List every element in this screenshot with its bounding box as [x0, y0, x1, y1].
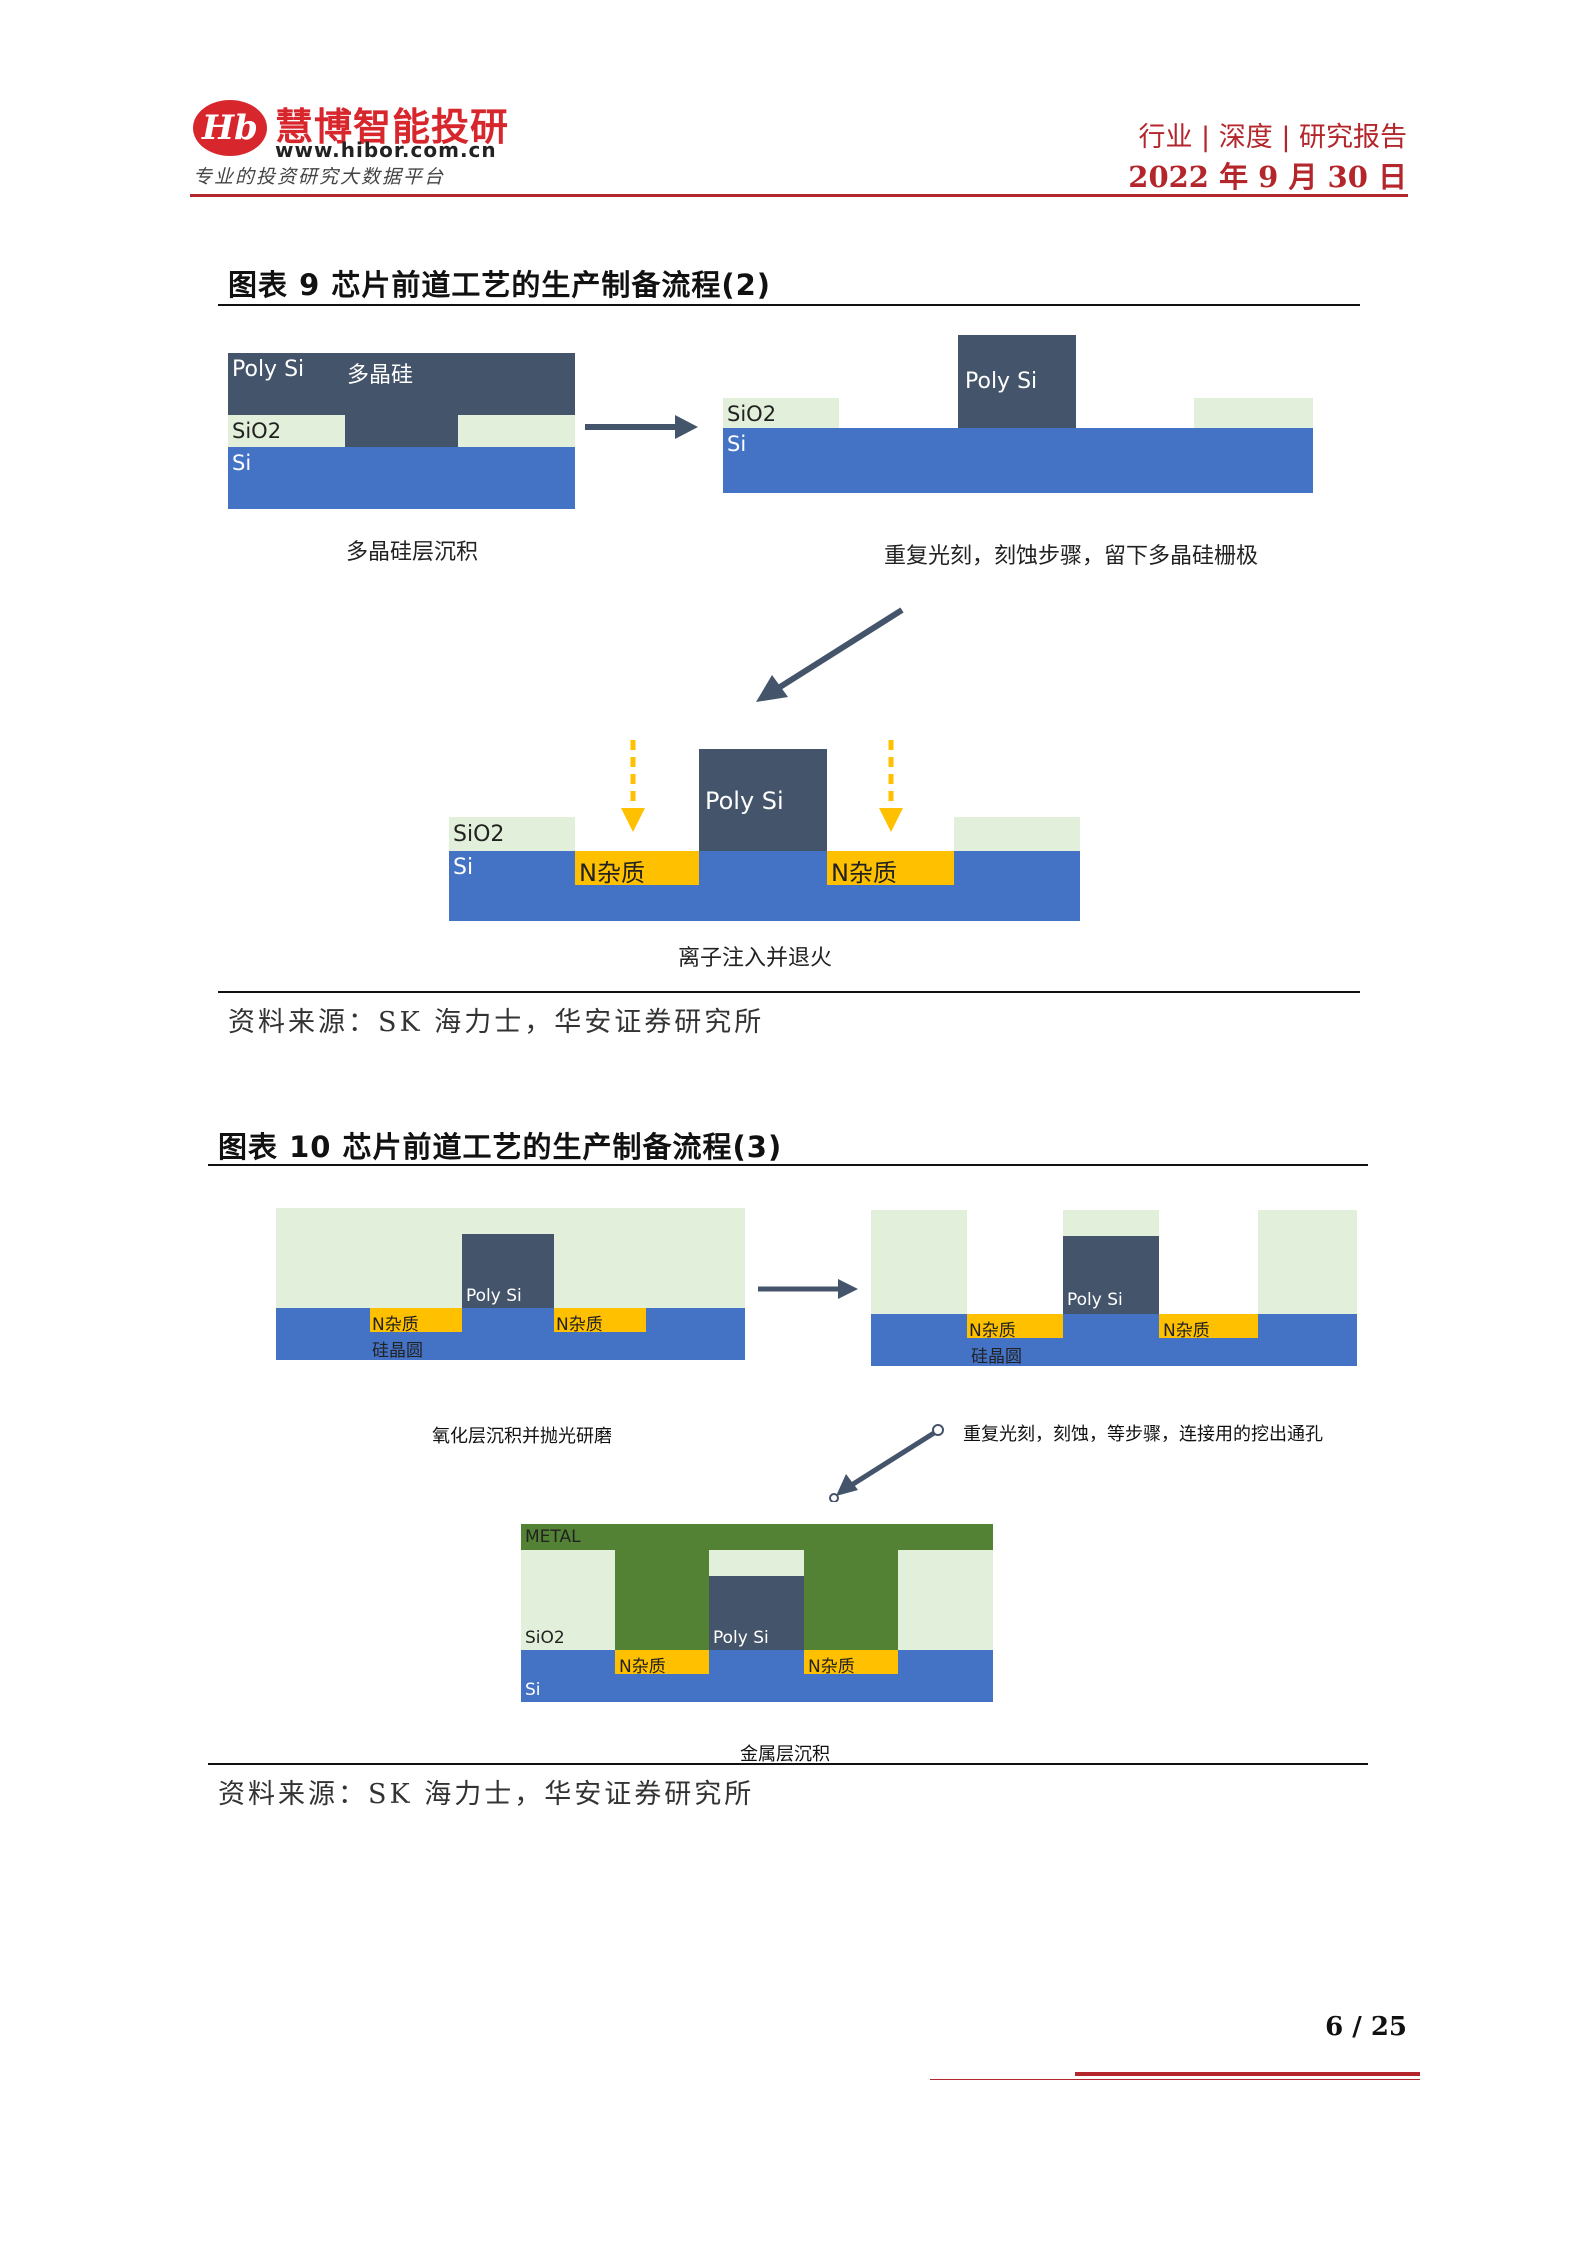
fig9-step1-caption: 多晶硅层沉积: [346, 540, 479, 565]
n-impurity-right-label: N杂质: [831, 859, 897, 887]
polysi-gate-fill: [345, 415, 458, 447]
arrow-down-left-icon: [756, 607, 904, 702]
arrow-down-left-icon: [829, 1424, 944, 1502]
si-layer: [449, 851, 1080, 921]
fig9-step1-diagram: Poly Si 多晶硅 SiO2 Si: [228, 353, 575, 509]
polysi-layer: [228, 353, 575, 415]
arrow-right-icon: [758, 1279, 858, 1299]
polysi-label: Poly Si: [466, 1286, 522, 1306]
n-impurity-left-label: N杂质: [969, 1321, 1016, 1341]
figure9-title: 图表 9 芯片前道工艺的生产制备流程(2): [228, 268, 772, 302]
n-impurity-right: [1159, 1314, 1258, 1338]
oxide-left-upper: [521, 1550, 615, 1650]
report-date: 2022 年 9 月 30 日: [1128, 160, 1407, 194]
si-label: Si: [727, 432, 747, 456]
fig10-step1-diagram: Poly Si N杂质 N杂质 硅晶圆: [276, 1208, 745, 1361]
n-impurity-left: [575, 851, 699, 885]
ion-implant-arrow-icon: [621, 740, 645, 832]
brand-logo-icon: [193, 100, 267, 156]
oxide-left: [871, 1210, 967, 1314]
n-impurity-left-label: N杂质: [619, 1657, 666, 1677]
ion-implant-arrow-icon: [879, 740, 903, 832]
arrow-right-icon: [585, 415, 698, 439]
si-layer: [228, 447, 575, 509]
polysi-label: Poly Si: [1067, 1290, 1123, 1310]
wafer-label: 硅晶圆: [372, 1341, 423, 1361]
si-wafer: [871, 1314, 1357, 1366]
footer-divider-thin: [930, 2079, 1420, 2080]
polysi-label: Poly Si: [705, 787, 784, 815]
n-impurity-left: [967, 1314, 1063, 1338]
n-impurity-left: [370, 1308, 462, 1332]
oxide-top: [1063, 1210, 1159, 1236]
brand-name: 慧博智能投研: [275, 105, 510, 149]
metal-label: METAL: [525, 1527, 581, 1547]
brand-logo-mark: Hb: [202, 108, 258, 148]
polysi-label: Poly Si: [965, 369, 1038, 394]
si-layer: [521, 1650, 993, 1702]
page-number: 6 / 25: [1325, 2012, 1407, 2042]
brand-url[interactable]: www.hibor.com.cn: [275, 138, 497, 162]
fig10-step3-diagram: METAL SiO2 Poly Si Si N杂质 N杂质: [521, 1524, 993, 1702]
n-impurity-right: [804, 1650, 898, 1674]
polysi-label: Poly Si: [232, 357, 305, 382]
si-wafer: [276, 1308, 745, 1360]
figure9-bottom-rule: [218, 991, 1360, 993]
si-label: Si: [525, 1680, 541, 1700]
si-label: Si: [232, 451, 252, 475]
figure10-top-rule: [208, 1164, 1368, 1166]
fig10-step3-caption: 金属层沉积: [740, 1744, 830, 1765]
sio2-label: SiO2: [453, 822, 505, 847]
sio2-right: [954, 817, 1080, 851]
figure9-source: 资料来源：SK 海力士，华安证券研究所: [228, 1007, 765, 1038]
oxide-top: [709, 1550, 804, 1576]
fig9-step3-caption: 离子注入并退火: [678, 946, 833, 971]
metal-via-left-upper: [615, 1550, 709, 1650]
report-type: 行业 | 深度 | 研究报告: [1138, 122, 1407, 153]
oxide-right: [1258, 1210, 1357, 1314]
si-layer: [723, 428, 1313, 493]
sio2-label: SiO2: [232, 419, 282, 443]
polysi-gate-upper: [709, 1576, 804, 1650]
metal-via-right-upper: [804, 1550, 898, 1650]
n-impurity-right: [827, 851, 954, 885]
figure10-source: 资料来源：SK 海力士，华安证券研究所: [218, 1779, 755, 1810]
sio2-left: [723, 398, 839, 428]
footer-divider: [1075, 2072, 1420, 2076]
fig10-step2-caption: 重复光刻，刻蚀，等步骤，连接用的挖出通孔: [963, 1424, 1323, 1445]
sio2-label: SiO2: [525, 1628, 565, 1648]
brand-slogan: 专业的投资研究大数据平台: [193, 166, 446, 188]
n-impurity-right-label: N杂质: [556, 1315, 603, 1335]
polysi-gate: [699, 749, 827, 851]
wafer-label: 硅晶圆: [971, 1347, 1022, 1367]
si-label: Si: [453, 855, 474, 880]
figure9-top-rule: [218, 304, 1360, 306]
sio2-right: [1194, 398, 1313, 428]
oxide-right-upper: [898, 1550, 993, 1650]
sio2-left: [449, 817, 575, 851]
n-impurity-right-label: N杂质: [1163, 1321, 1210, 1341]
polysi-cn-label: 多晶硅: [347, 363, 414, 388]
n-impurity-right: [554, 1308, 646, 1332]
polysi-label: Poly Si: [713, 1628, 769, 1648]
header-divider: [190, 194, 1408, 197]
metal-layer: [521, 1524, 993, 1550]
n-impurity-left-label: N杂质: [372, 1315, 419, 1335]
n-impurity-right-label: N杂质: [808, 1657, 855, 1677]
sio2-label: SiO2: [727, 402, 777, 426]
fig9-step2-diagram: Poly Si SiO2 Si: [723, 335, 1313, 493]
figure10-title: 图表 10 芯片前道工艺的生产制备流程(3): [218, 1130, 783, 1164]
n-impurity-left-label: N杂质: [579, 859, 645, 887]
fig9-step2-caption: 重复光刻，刻蚀步骤，留下多晶硅栅极: [884, 544, 1259, 569]
fig10-step2-diagram: Poly Si N杂质 N杂质 硅晶圆: [871, 1210, 1357, 1367]
polysi-gate: [958, 335, 1076, 428]
polysi-gate: [462, 1234, 554, 1308]
polysi-gate: [1063, 1236, 1159, 1314]
figure10-bottom-rule: [208, 1763, 1368, 1765]
fig10-step1-caption: 氧化层沉积并抛光研磨: [432, 1426, 612, 1447]
fig9-step3-diagram: Poly Si SiO2 Si N杂质 N杂质: [449, 749, 1080, 921]
n-impurity-left: [615, 1650, 709, 1674]
